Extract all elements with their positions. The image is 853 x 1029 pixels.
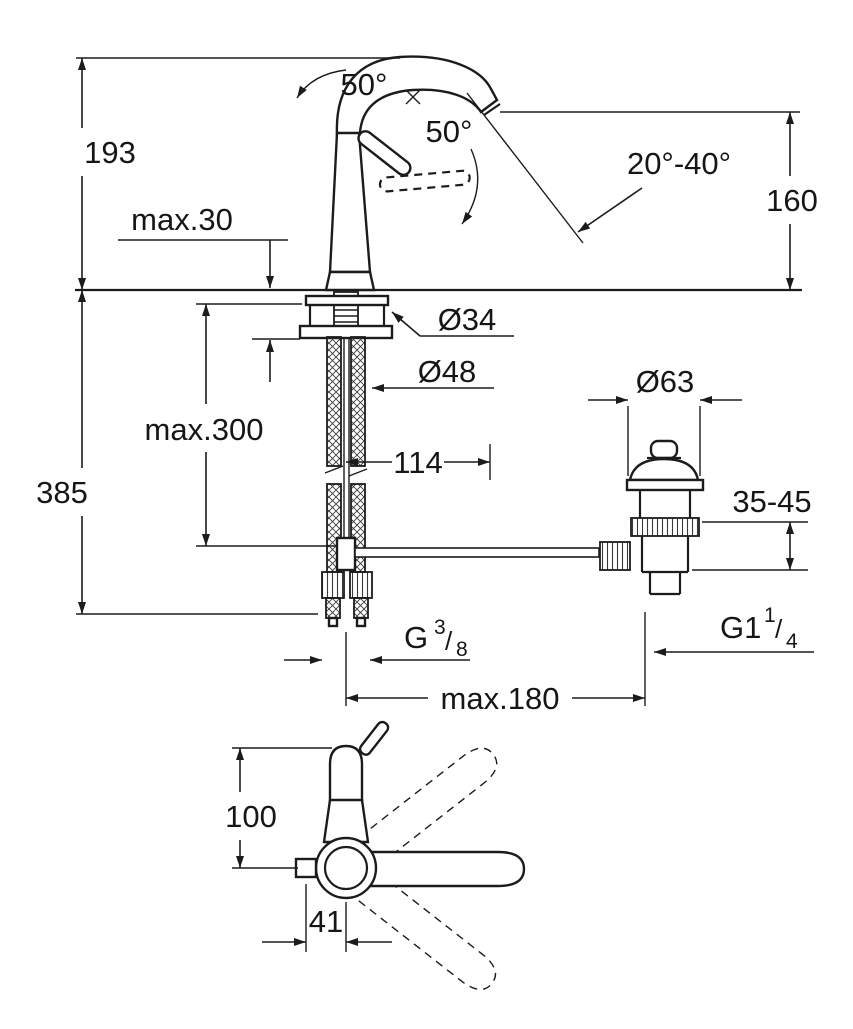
side-view-faucet [75, 55, 802, 292]
thread-supply-prefix: G [404, 620, 428, 655]
thread-drain-numerator: 1 [764, 604, 776, 627]
dimension-dia63: Ø63 [588, 364, 742, 476]
lever-handle [357, 130, 412, 177]
waste-upper-body [638, 490, 692, 518]
dimension-35-45: 35-45 [692, 484, 812, 571]
dimension-thread-supply: G 3 / 8 [284, 616, 470, 664]
waste-knob [649, 439, 679, 460]
dimension-reach-114: 114 [346, 444, 491, 480]
hose-plug-left [325, 597, 341, 619]
hose-tip-right [355, 616, 367, 628]
waste-lower-body [640, 536, 690, 574]
dimension-max300: max.300 [145, 303, 336, 547]
faucet-body-column [328, 131, 372, 274]
dim-label-193: 193 [84, 135, 136, 170]
dimension-plan-41: 41 [262, 884, 392, 952]
rod-clamp [335, 536, 357, 572]
dim-label-dia63: Ø63 [636, 364, 695, 399]
lever-handle-alt-position [378, 169, 471, 193]
thread-supply-slash: / [445, 626, 453, 656]
annotation-angle-spout: 50° [341, 67, 388, 102]
dim-label-100: 100 [225, 799, 277, 834]
thread-drain-denominator: 4 [786, 630, 798, 653]
rod-adjust-knob [599, 541, 631, 571]
dimension-height-160: 160 [500, 111, 818, 290]
popup-waste-assembly [599, 439, 705, 596]
plan-view-faucet [294, 720, 526, 991]
plan-handle-arm [352, 850, 526, 888]
label-angle-range: 20°-40° [627, 146, 731, 181]
dimension-max180: max.180 [345, 612, 646, 716]
dimension-dia34: Ø34 [391, 302, 514, 337]
dimension-dia48: Ø48 [372, 354, 494, 392]
dim-label-dia34: Ø34 [438, 302, 497, 337]
dim-label-dia48: Ø48 [418, 354, 477, 389]
aerator-line [483, 103, 501, 116]
dim-label-160: 160 [766, 183, 818, 218]
dim-label-41: 41 [309, 904, 343, 939]
dimension-max30: max.30 [118, 202, 300, 382]
thread-supply-numerator: 3 [434, 616, 446, 639]
plan-lever-rest [358, 720, 390, 756]
dimension-height-193: 193 [76, 57, 400, 290]
dim-label-max180: max.180 [441, 681, 560, 716]
mounting-washer [304, 294, 390, 307]
hose-nut-left [321, 571, 345, 599]
dimension-plan-100: 100 [225, 747, 332, 869]
dim-label-max300: max.300 [145, 412, 264, 447]
lever-arc-arrow [461, 148, 479, 225]
dim-label-114: 114 [393, 445, 442, 480]
waste-flange-rim [625, 478, 705, 492]
plan-spout [328, 744, 364, 802]
hose-nut-right [349, 571, 373, 599]
spout-outline [335, 55, 499, 137]
thread-drain-slash: / [775, 614, 783, 644]
label-angle-lever: 50° [426, 114, 473, 149]
supply-hose-right-upper [350, 336, 366, 467]
swivel-arc-arrow [296, 69, 347, 99]
plan-rod-exit [294, 857, 318, 879]
waste-locknut [630, 517, 700, 537]
dim-label-385: 385 [36, 475, 88, 510]
plan-handle-base-inner [323, 845, 369, 891]
hose-plug-right [353, 597, 369, 619]
waste-dome [628, 457, 700, 482]
mounting-bracket [308, 305, 386, 326]
popup-rod-horizontal [354, 547, 600, 558]
label-angle-spout: 50° [341, 67, 388, 102]
dimension-thread-drain: G1 1 / 4 [654, 604, 814, 656]
dim-label-35-45: 35-45 [732, 484, 811, 519]
mounting-assembly [298, 291, 600, 628]
thread-drain-prefix: G1 [720, 610, 761, 645]
hose-tip-left [327, 616, 339, 628]
hose-break-marks [324, 465, 368, 477]
annotation-angle-lever: 50° [426, 114, 473, 149]
handle-range-line [466, 92, 584, 244]
plan-body [322, 798, 370, 844]
popup-rod-vertical [343, 338, 350, 538]
mounting-nut [298, 324, 394, 340]
waste-tailpiece [648, 572, 682, 596]
dimension-height-385: 385 [36, 290, 318, 615]
dim-label-max30: max.30 [131, 202, 233, 237]
faucet-base [324, 270, 376, 292]
annotation-angle-range: 20°-40° [577, 146, 731, 233]
supply-hose-left-upper [326, 336, 342, 467]
pivot-cross-mark [405, 89, 421, 105]
thread-supply-denominator: 8 [456, 638, 468, 661]
